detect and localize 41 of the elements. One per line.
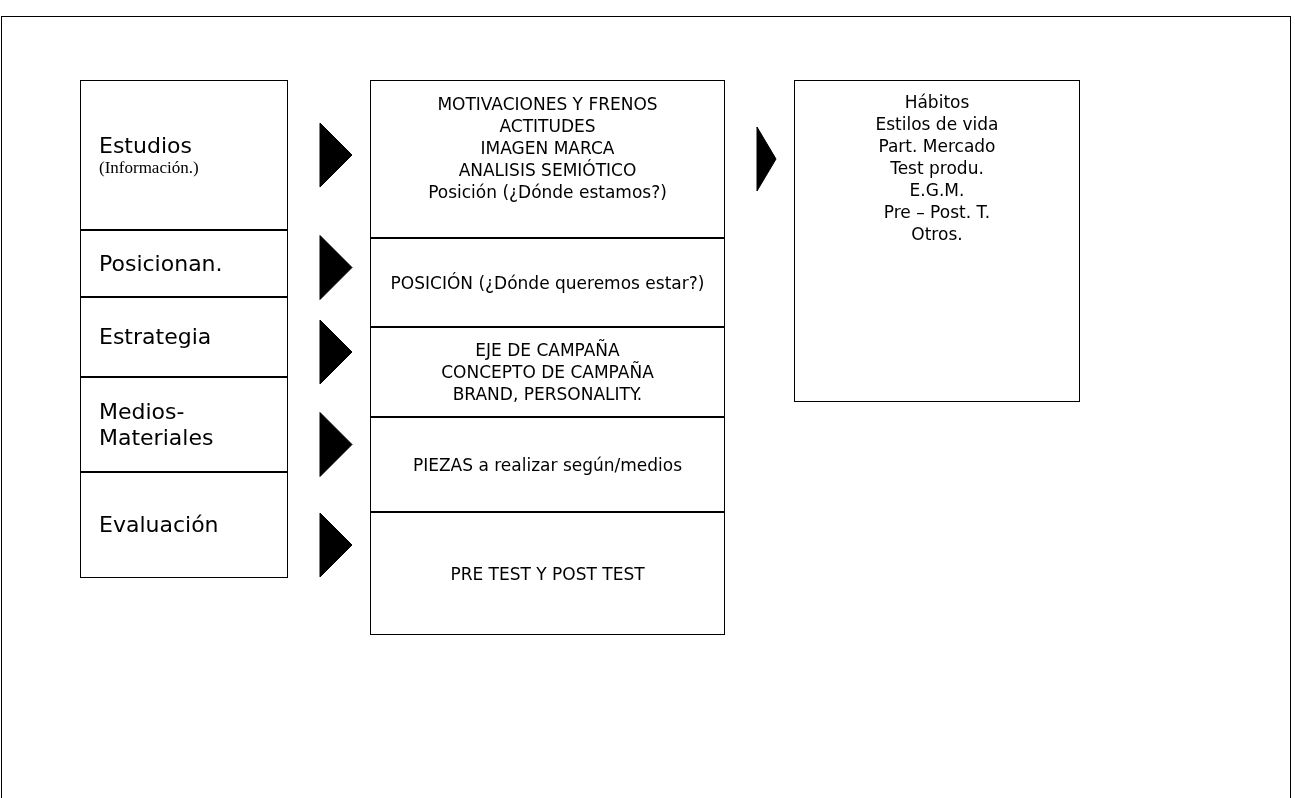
arrow bbox=[319, 412, 353, 477]
content-box bbox=[370, 512, 725, 635]
item-text: E.G.M. bbox=[909, 179, 965, 201]
item-text: Part. Mercado bbox=[878, 135, 996, 157]
item-text: Estilos de vida bbox=[875, 113, 999, 135]
item-text: Hábitos bbox=[904, 91, 970, 113]
stage-box bbox=[80, 377, 288, 472]
stage-label: Estrategia bbox=[99, 324, 212, 350]
item-text: Test produ. bbox=[890, 157, 984, 179]
arrow bbox=[319, 319, 353, 385]
arrow bbox=[756, 126, 777, 192]
item-text: Pre – Post. T. bbox=[883, 201, 991, 223]
content-box bbox=[370, 417, 725, 512]
stage-label: Posicionan. bbox=[99, 250, 223, 277]
content-box bbox=[370, 238, 725, 327]
stage-label: Evaluación bbox=[99, 512, 219, 538]
stage-box bbox=[80, 297, 288, 377]
item-text: PIEZAS a realizar según/medios bbox=[412, 453, 683, 476]
item-text: CONCEPTO DE CAMPAÑA bbox=[441, 361, 654, 383]
item-text: EJE DE CAMPAÑA bbox=[475, 339, 620, 361]
arrow bbox=[319, 512, 353, 578]
arrow bbox=[319, 235, 353, 300]
stage-box bbox=[80, 80, 288, 230]
stage-box bbox=[80, 472, 288, 578]
item-text: ANALISIS SEMIÓTICO bbox=[458, 159, 637, 181]
item-text: POSICIÓN (¿Dónde queremos estar?) bbox=[390, 271, 705, 294]
item-text: Posición (¿Dónde estamos?) bbox=[428, 181, 667, 203]
content-box bbox=[370, 327, 725, 417]
item-text: Otros. bbox=[911, 223, 963, 245]
item-text: BRAND, PERSONALITY. bbox=[452, 383, 643, 405]
item-text: IMAGEN MARCA bbox=[480, 137, 615, 159]
arrow bbox=[319, 122, 353, 188]
item-text: MOTIVACIONES Y FRENOS bbox=[437, 93, 658, 115]
tools-box bbox=[794, 80, 1080, 402]
item-text: ACTITUDES bbox=[499, 115, 596, 137]
stage-label: Medios- Materiales bbox=[99, 399, 215, 450]
stage-sublabel: (Información.) bbox=[99, 157, 199, 178]
stage-box bbox=[80, 230, 288, 297]
content-box bbox=[370, 80, 725, 238]
item-text: PRE TEST Y POST TEST bbox=[450, 562, 645, 585]
stage-label: Estudios bbox=[99, 132, 192, 158]
